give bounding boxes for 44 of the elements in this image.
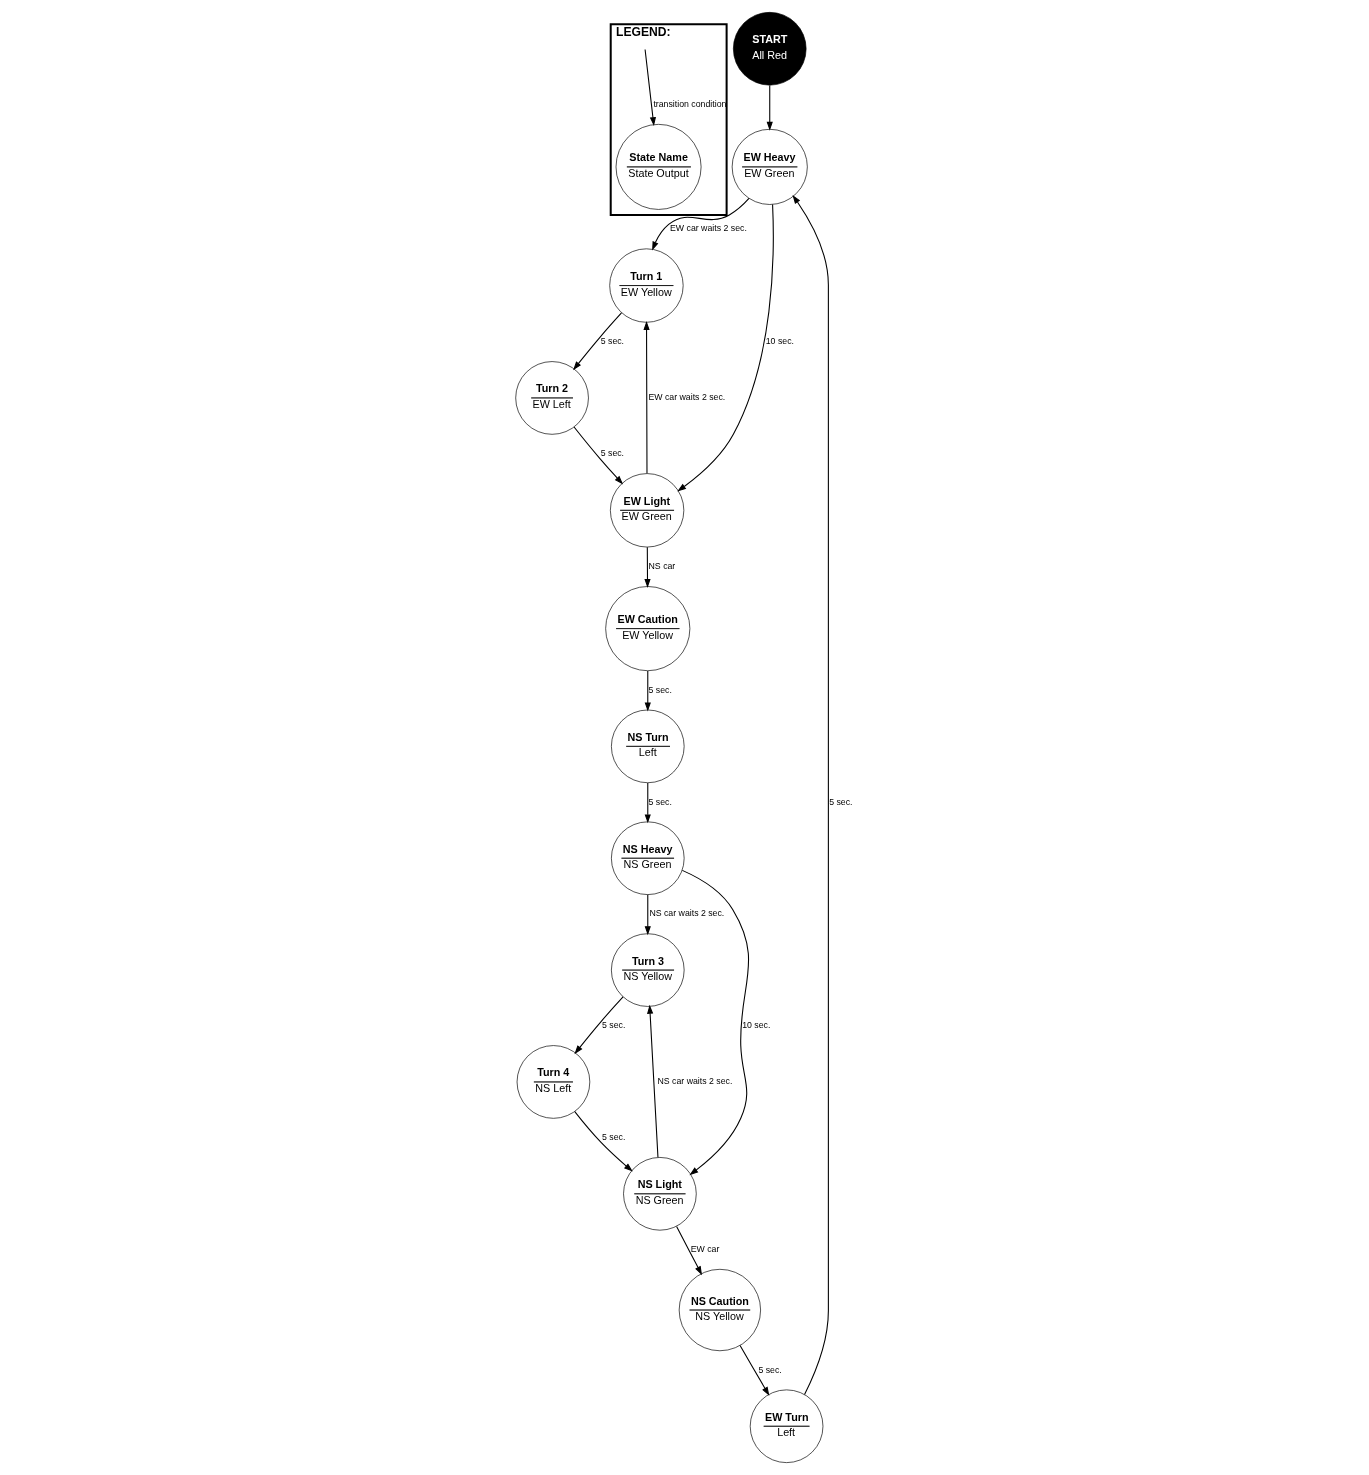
arrow — [574, 1111, 633, 1172]
arrow — [644, 670, 651, 712]
arrow — [677, 204, 774, 492]
edge-label: 5 sec. — [600, 448, 625, 459]
edge-label: 10 sec. — [765, 336, 794, 347]
arrow — [766, 84, 773, 131]
arrow — [681, 869, 750, 1176]
arrow — [644, 48, 656, 127]
arrow — [644, 782, 651, 824]
arrow — [644, 894, 651, 936]
node-circle: START All Red — [733, 12, 807, 86]
edge-label: EW car — [690, 1244, 720, 1255]
edge-label: NS car waits 2 sec. — [657, 1076, 733, 1087]
arrow — [652, 197, 750, 251]
node-circle: Turn 1 EW Yellow — [609, 248, 684, 323]
arrow — [644, 546, 651, 588]
node-circle: NS Caution NS Yellow — [678, 1268, 761, 1352]
edge-label: transition condition — [653, 98, 727, 109]
node-circle: EW Caution EW Yellow — [605, 586, 691, 672]
arrow — [676, 1225, 702, 1276]
node-circle: Turn 3 NS Yellow — [611, 933, 685, 1007]
edge-label: EW car waits 2 sec. — [670, 223, 747, 234]
node-circle: State Name State Output — [615, 124, 702, 210]
edge-label: 5 sec. — [602, 1020, 626, 1031]
node-circle: NS Turn Left — [611, 709, 685, 784]
arrow — [739, 1344, 770, 1396]
arrow — [573, 426, 624, 485]
edge-label: 5 sec. — [648, 684, 672, 695]
edge-label: 5 sec. — [648, 796, 672, 807]
edge-label: EW car waits 2 sec. — [648, 392, 726, 403]
arrow — [573, 312, 622, 371]
arrow — [643, 321, 650, 474]
arrow — [792, 194, 829, 1396]
arrow — [574, 996, 624, 1055]
edge-label: 10 sec. — [742, 1020, 771, 1031]
edge-label: 5 sec. — [758, 1364, 782, 1375]
edge-label: 5 sec. — [829, 796, 853, 807]
edge-label: 5 sec. — [602, 1132, 626, 1143]
edge-label: NS car waits 2 sec. — [649, 908, 725, 919]
edge-label: NS car — [648, 561, 676, 572]
arrow — [647, 1004, 659, 1158]
node-circle: EW Turn Left — [749, 1389, 824, 1463]
edge-label: 5 sec. — [600, 336, 625, 347]
node-circle: NS Heavy NS Green — [611, 821, 685, 895]
